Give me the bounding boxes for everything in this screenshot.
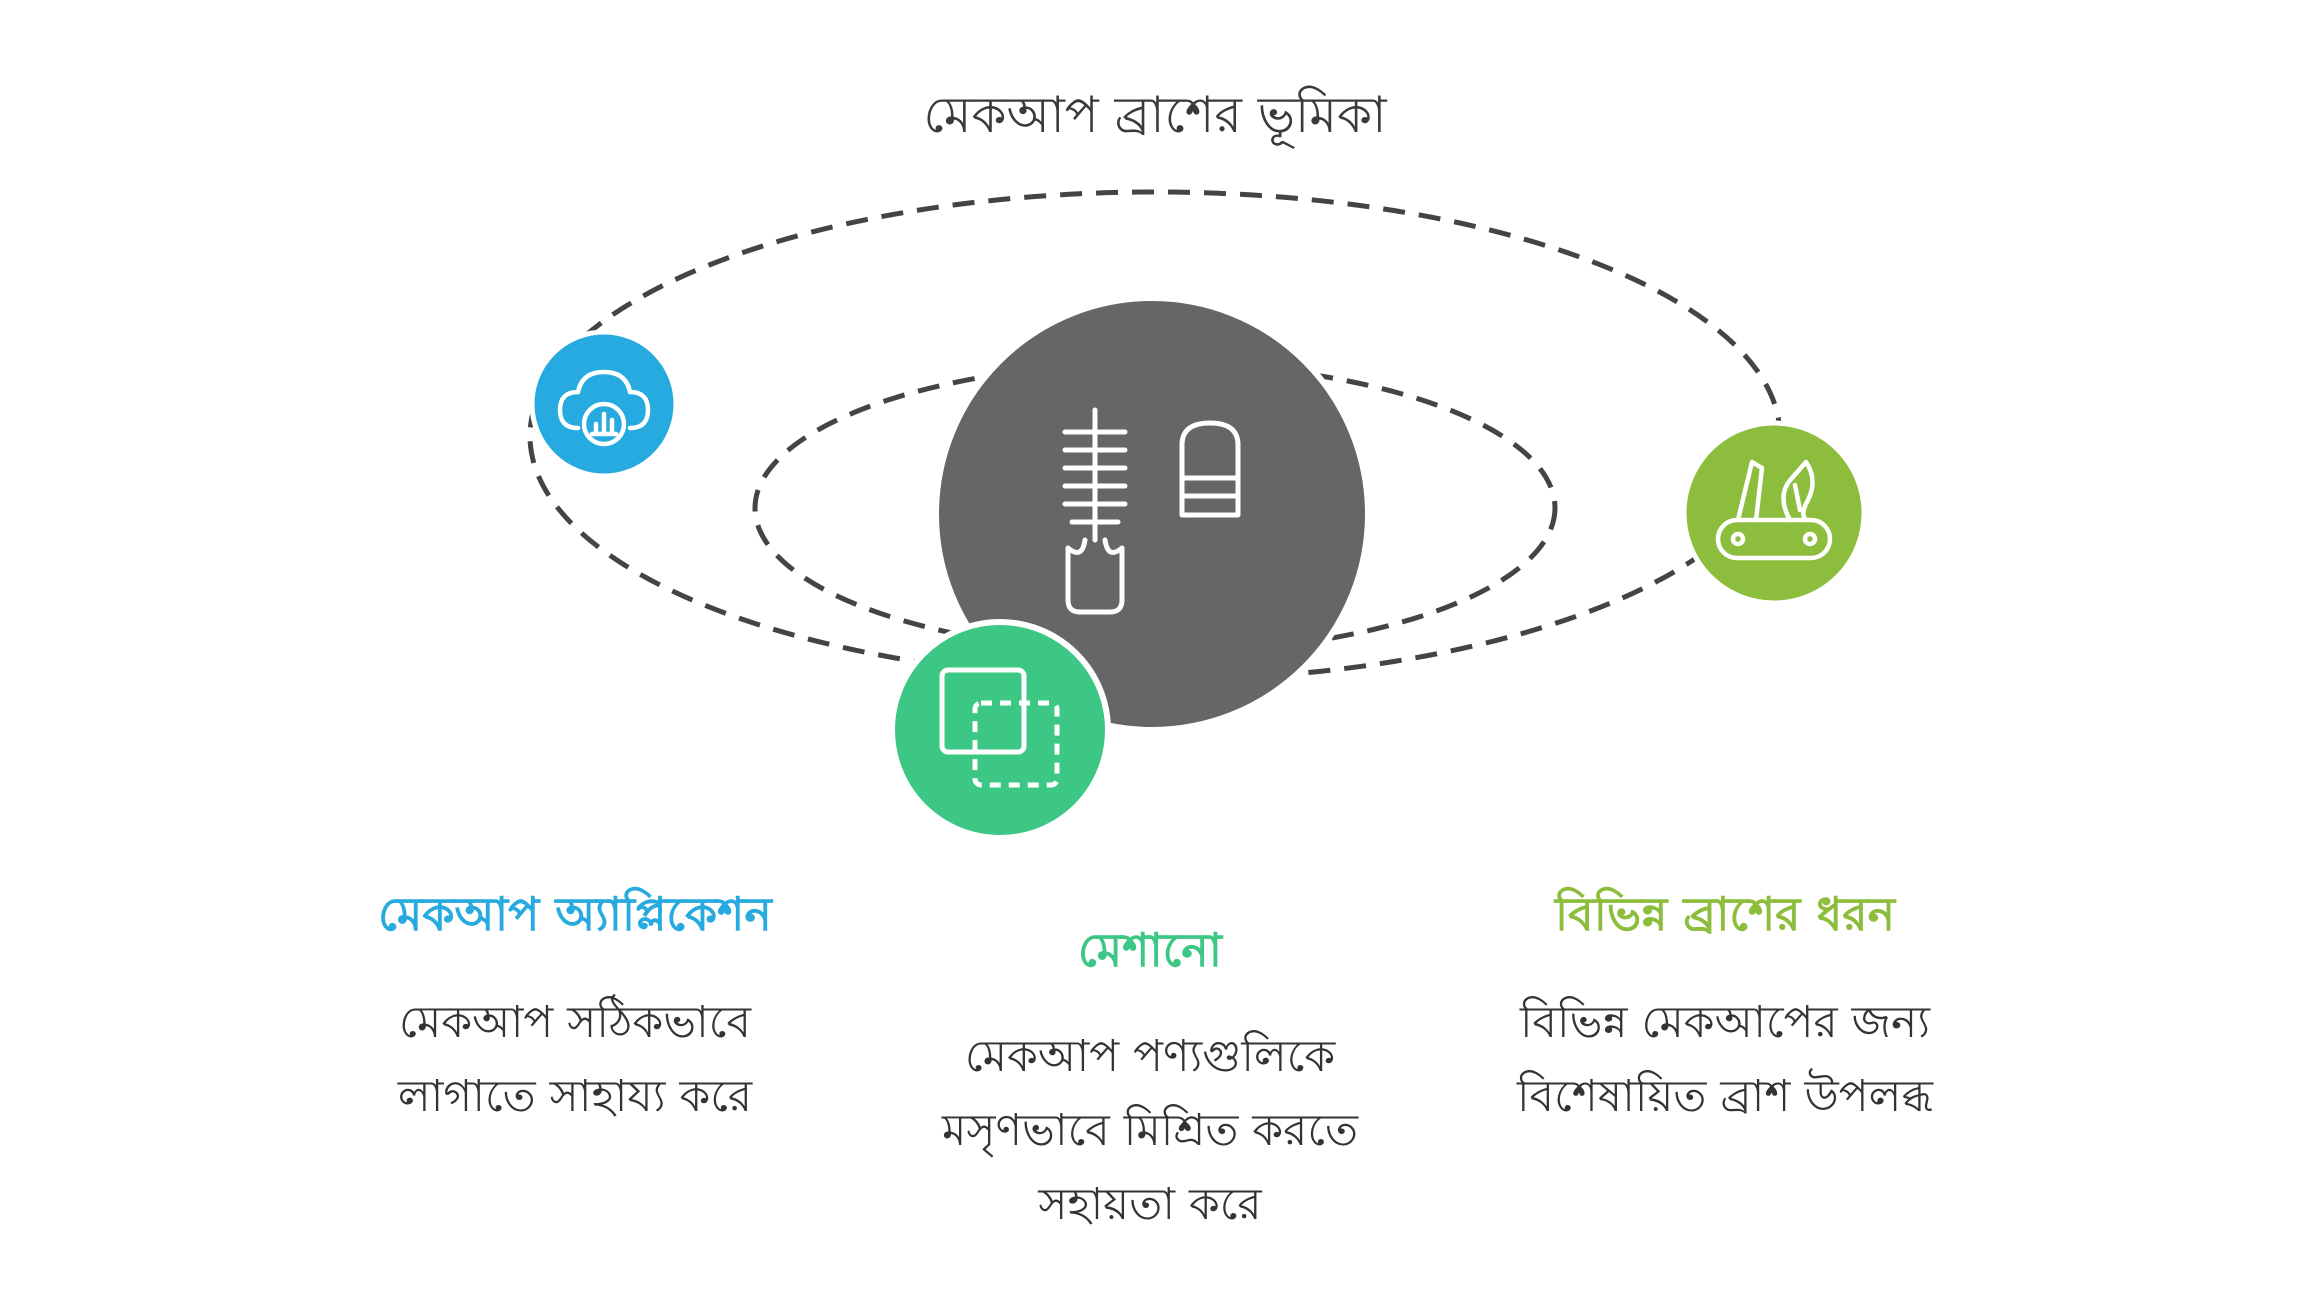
overlapping-squares-icon (939, 667, 1060, 788)
multi-tool-knife-icon (1715, 459, 1833, 561)
description-line: সহায়তা করে (1038, 1179, 1262, 1230)
application-heading: মেকআপ অ্যাপ্লিকেশন (378, 887, 772, 941)
blending-node (889, 619, 1111, 841)
description-line: বিশেষায়িত ব্রাশ উপলব্ধ (1517, 1071, 1933, 1122)
cloud-chart-icon (557, 369, 651, 447)
brush-types-node (1681, 420, 1867, 606)
center-node (933, 295, 1371, 733)
description-line: মসৃণভাবে মিশ্রিত করতে (941, 1105, 1359, 1156)
blending-heading: মেশানো (1077, 923, 1223, 977)
blending-description: মেকআপ পণ্যগুলিকে মসৃণভাবে মিশ্রিত করতে স… (840, 1020, 1460, 1242)
diagram-title: মেকআপ ব্রাশের ভূমিকা (923, 86, 1387, 144)
application-description: মেকআপ সঠিকভাবে লাগাতে সাহায্য করে (265, 986, 885, 1134)
brush-types-description: বিভিন্ন মেকআপের জন্য বিশেষায়িত ব্রাশ উপ… (1415, 986, 2035, 1134)
description-line: মেকআপ পণ্যগুলিকে (964, 1031, 1336, 1082)
description-line: মেকআপ সঠিকভাবে (399, 997, 751, 1048)
makeup-brush-and-lipstick-icon (1062, 407, 1241, 615)
application-node (529, 329, 679, 479)
description-line: বিভিন্ন মেকআপের জন্য (1519, 997, 1931, 1048)
brush-types-heading: বিভিন্ন ব্রাশের ধরন (1554, 887, 1896, 941)
description-line: লাগাতে সাহায্য করে (397, 1071, 753, 1122)
